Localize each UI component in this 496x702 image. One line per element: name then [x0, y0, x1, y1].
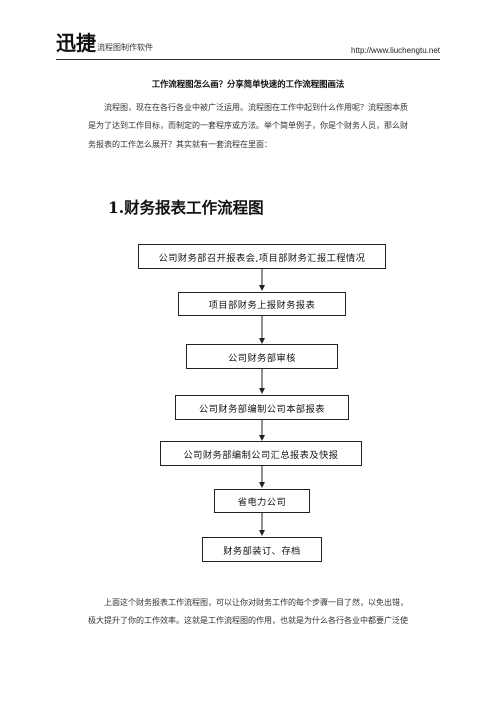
- article-title: 工作流程图怎么画？分享简单快速的工作流程图画法: [151, 79, 345, 89]
- flow-step-5: 公司财务部编制公司汇总报表及快报: [160, 441, 362, 466]
- flow-step-1: 公司财务部召开报表会,项目部财务汇报工程情况: [138, 244, 386, 269]
- section-heading: 1.财务报表工作流程图: [108, 198, 264, 217]
- page-header: 迅捷 流程图制作软件 http://www.liuchengtu.net: [56, 31, 440, 58]
- flow-step-6: 省电力公司: [214, 489, 310, 513]
- flow-step-2: 项目部财务上报财务报表: [178, 292, 346, 316]
- flow-step-7: 财务部装订、存档: [202, 537, 322, 562]
- brand-logo[interactable]: 迅捷 流程图制作软件: [56, 27, 153, 56]
- intro-paragraph: 流程图，现在在各行各业中被广泛运用。流程图在工作中起到什么作用呢？流程图本质是为…: [88, 103, 408, 149]
- brand-name: 迅捷: [56, 31, 96, 55]
- footer-paragraph: 上面这个财务报表工作流程图，可以让你对财务工作的每个步骤一目了然，以免出错，极大…: [88, 598, 408, 626]
- site-url-link[interactable]: http://www.liuchengtu.net: [351, 46, 440, 55]
- flow-step-3: 公司财务部审核: [186, 344, 338, 369]
- brand-tagline: 流程图制作软件: [97, 43, 153, 52]
- header-divider: [56, 59, 440, 60]
- flow-step-4: 公司财务部编制公司本部报表: [175, 395, 349, 420]
